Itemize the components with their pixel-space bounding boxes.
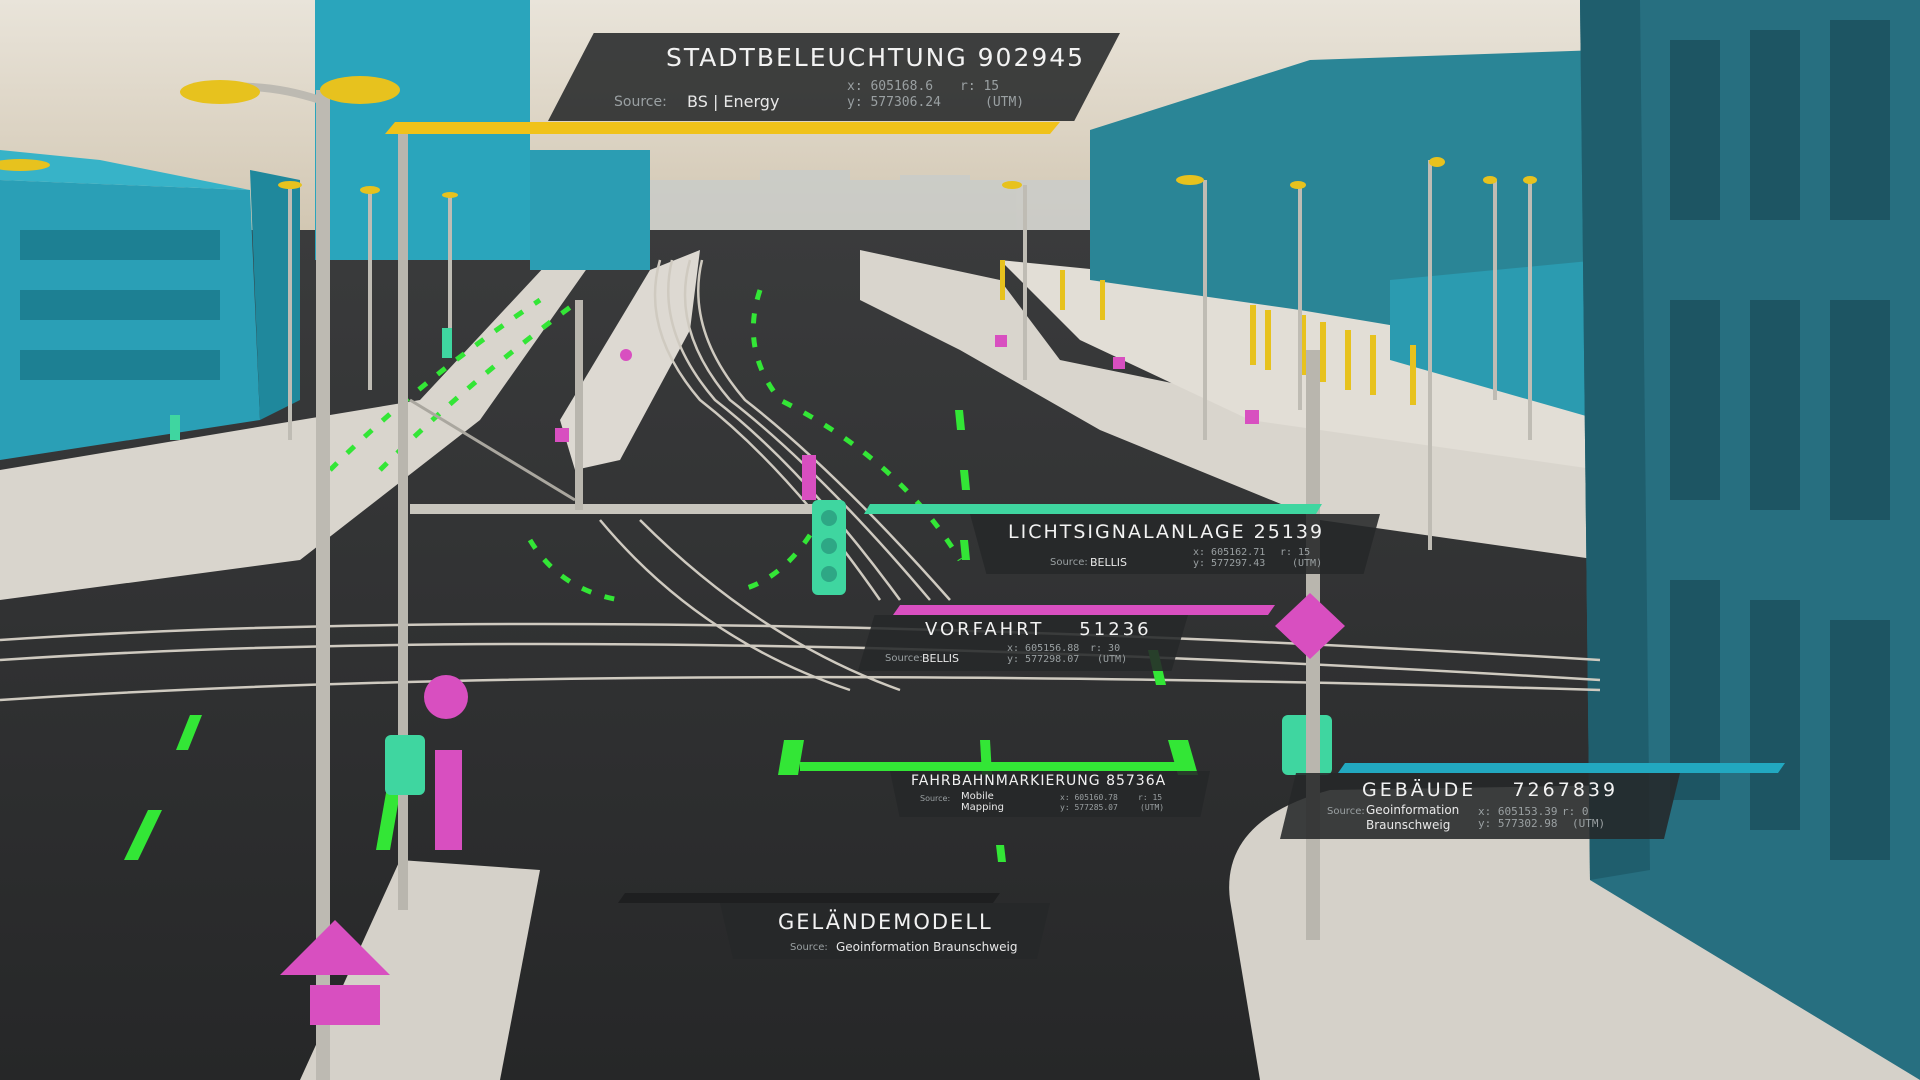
signal-accent-bar <box>864 504 1322 514</box>
priority-accent-bar <box>893 605 1275 615</box>
label-title: LICHTSIGNALANLAGE 25139 <box>1008 521 1325 543</box>
label-title: VORFAHRT 51236 <box>925 619 1152 640</box>
lighting-accent-bar <box>385 122 1060 134</box>
signal-gantry <box>398 130 830 910</box>
source-key: Source: <box>1050 557 1088 568</box>
bollards <box>1000 260 1416 405</box>
street-lamps-distant <box>288 160 1532 550</box>
marking-accent-bar <box>800 762 1165 771</box>
distant-skyline <box>640 170 1120 230</box>
coord-y: y: 577285.07 <box>1060 803 1118 812</box>
label-title: FAHRBAHNMARKIERUNG 85736A <box>911 773 1167 789</box>
source-value: BELLIS <box>1090 556 1127 569</box>
coord-r: r: 15 <box>1280 547 1311 558</box>
coord-unit: (UTM) <box>1097 654 1128 665</box>
source-key: Source: <box>614 94 667 110</box>
coord-y: y: 577302.98 <box>1478 817 1558 830</box>
coord-unit: (UTM) <box>1572 817 1606 830</box>
center-island <box>560 250 700 470</box>
building-accent-bar <box>1338 763 1785 773</box>
coord-unit: (UTM) <box>985 95 1025 110</box>
source-key: Source: <box>790 942 828 953</box>
label-title: STADTBELEUCHTUNG 902945 <box>666 43 1086 72</box>
sidewalk-left <box>0 250 600 600</box>
lamp-heads-distant <box>0 157 1537 198</box>
source-key: Source: <box>1327 806 1365 817</box>
label-plate <box>1280 773 1680 839</box>
sign-markers <box>280 335 1345 1025</box>
street-lamp-foreground <box>180 76 400 1080</box>
coord-unit: (UTM) <box>1140 803 1165 812</box>
label-plate <box>970 514 1380 574</box>
coord-unit: (UTM) <box>1292 558 1323 569</box>
coord-x: x: 605156.88 <box>1007 643 1080 654</box>
label-plate <box>858 615 1188 671</box>
terrain-accent-bar <box>618 893 1000 903</box>
label-plate <box>890 771 1210 817</box>
coord-y: y: 577306.24 <box>847 95 941 110</box>
source-value-line2: Braunschweig <box>1366 818 1451 832</box>
coord-x: x: 605160.78 <box>1060 793 1118 802</box>
label-title: GELÄNDEMODELL <box>778 910 993 934</box>
label-title: GEBÄUDE 7267839 <box>1362 779 1619 801</box>
source-key: Source: <box>885 653 923 664</box>
label-plate <box>548 33 1120 121</box>
coord-r: r: 0 <box>1562 805 1589 818</box>
label-plate <box>720 903 1050 959</box>
source-value: BS | Energy <box>687 92 780 111</box>
coord-r: r: 15 <box>1138 793 1163 802</box>
source-value: BELLIS <box>922 652 959 665</box>
coord-y: y: 577297.43 <box>1193 558 1266 569</box>
coord-y: y: 577298.07 <box>1007 654 1080 665</box>
coord-r: r: 15 <box>960 79 1000 94</box>
coord-x: x: 605162.71 <box>1193 547 1266 558</box>
coord-x: x: 605153.39 <box>1478 805 1558 818</box>
source-value-line2: Mapping <box>961 802 1004 813</box>
source-value-line1: Mobile <box>961 791 994 802</box>
source-value: Geoinformation Braunschweig <box>836 940 1018 954</box>
coord-r: r: 30 <box>1090 643 1121 654</box>
source-key: Source: <box>920 794 951 803</box>
source-value-line1: Geoinformation <box>1366 803 1460 817</box>
coord-x: x: 605168.6 <box>847 79 934 94</box>
